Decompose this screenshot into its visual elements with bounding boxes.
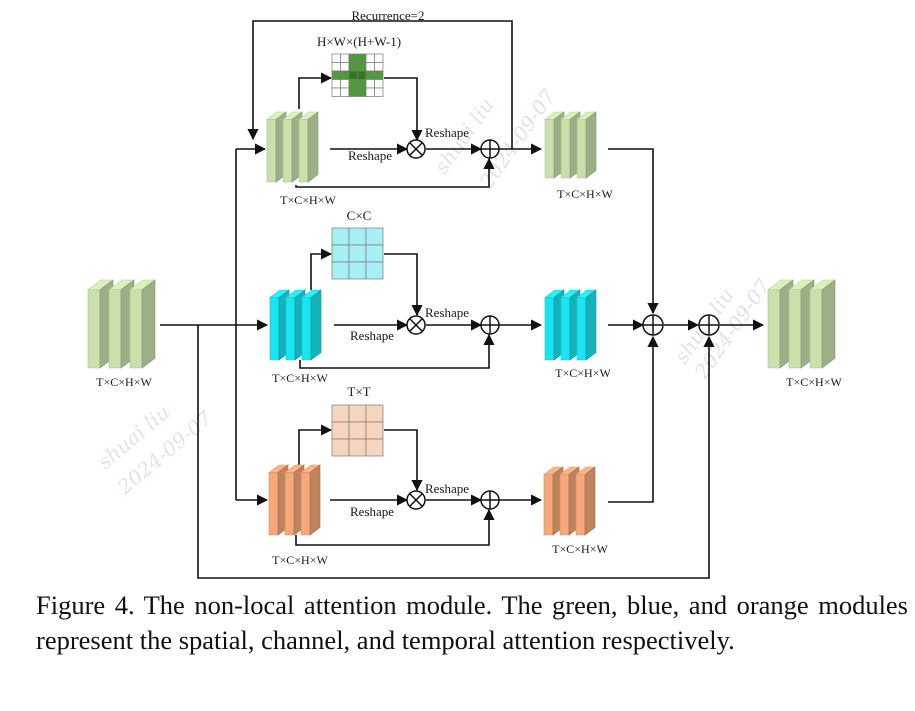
multiply-icon [406, 490, 426, 510]
shape-label: T×C×H×W [272, 371, 328, 385]
output-feature-stack [767, 279, 836, 369]
reshape-label: Reshape [425, 481, 469, 496]
channel-output-stack [544, 289, 597, 361]
spatial-input-stack [266, 111, 319, 183]
operators [406, 139, 720, 510]
add-icon [480, 315, 500, 335]
spatial-map-label: H×W×(H+W-1) [317, 34, 401, 49]
spatial-attention-map [331, 53, 384, 97]
shape-label: T×C×H×W [552, 542, 608, 556]
reshape-label: Reshape [425, 125, 469, 140]
spatial-output-stack [544, 111, 597, 179]
watermark: shuai liu 2024-09-07 shuai liu 2024-09-0… [93, 84, 776, 499]
add-icon [642, 314, 664, 336]
shape-label: T×C×H×W [786, 375, 842, 389]
reshape-label: Reshape [350, 328, 394, 343]
figure-caption: Figure 4. The non-local attention module… [36, 590, 908, 655]
reshape-label: Reshape [350, 504, 394, 519]
channel-map-label: C×C [347, 208, 372, 223]
reshape-label: Reshape [425, 305, 469, 320]
connections [160, 20, 765, 579]
non-local-attention-diagram: shuai liu 2024-09-07 shuai liu 2024-09-0… [87, 8, 842, 579]
add-icon [480, 490, 500, 510]
feature-blocks [87, 111, 836, 536]
shape-label: T×C×H×W [557, 187, 613, 201]
temporal-output-stack [543, 466, 596, 536]
shape-label: T×C×H×W [555, 366, 611, 380]
shape-label: T×C×H×W [272, 553, 328, 567]
add-icon [480, 139, 500, 159]
shape-label: T×C×H×W [280, 193, 336, 207]
labels: Recurrence=2 H×W×(H+W-1) C×C T×T Reshape… [96, 8, 842, 567]
recurrence-label: Recurrence=2 [351, 8, 424, 23]
channel-attention-map [331, 227, 384, 280]
add-icon [698, 314, 720, 336]
multiply-icon [406, 315, 426, 335]
temporal-attention-map [331, 404, 384, 457]
channel-input-stack [269, 289, 322, 361]
input-feature-stack [87, 279, 156, 369]
reshape-label: Reshape [348, 148, 392, 163]
attention-maps [331, 53, 384, 457]
temporal-input-stack [268, 464, 321, 536]
shape-label: T×C×H×W [96, 375, 152, 389]
temporal-map-label: T×T [347, 384, 370, 399]
multiply-icon [406, 139, 426, 159]
